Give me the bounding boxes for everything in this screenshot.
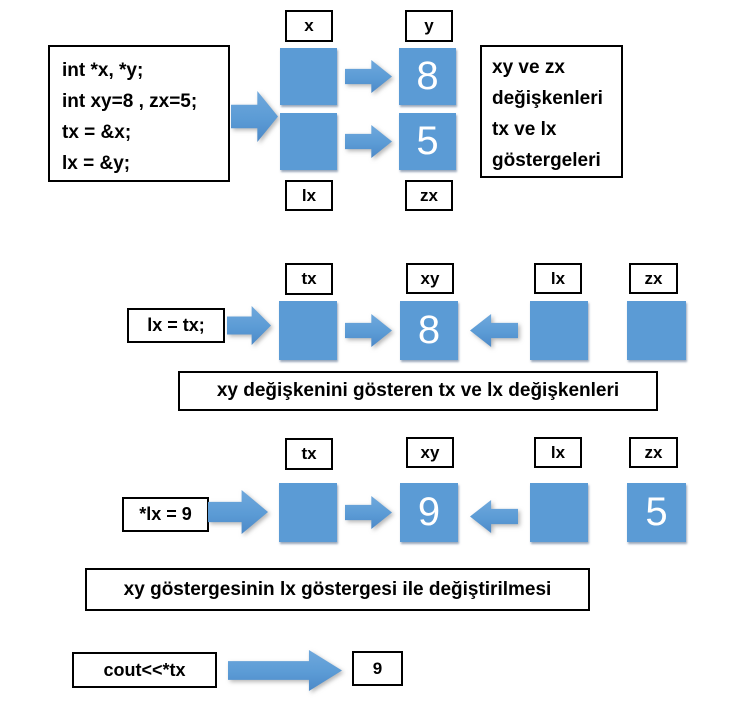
- arrow-right-icon: [228, 650, 342, 691]
- statement-box: *lx = 9: [122, 497, 209, 532]
- var-label-xy: xy: [406, 263, 454, 294]
- statement-box: lx = tx;: [127, 308, 225, 343]
- memory-cell-xy: 8: [400, 301, 458, 360]
- memory-cell-x: [280, 48, 337, 105]
- note-line: değişkenleri: [492, 88, 603, 109]
- var-label-zx: zx: [405, 180, 453, 211]
- var-label-x: x: [285, 10, 333, 42]
- var-label-xy: xy: [406, 437, 454, 468]
- arrow-left-icon: [470, 500, 518, 533]
- memory-cell-lx: [530, 483, 588, 542]
- memory-cell-y: 8: [399, 48, 456, 105]
- memory-cell-tx: [279, 483, 337, 542]
- result-box: 9: [352, 651, 403, 686]
- code-line: tx = &x;: [62, 122, 132, 143]
- var-label-lx: lx: [534, 437, 582, 468]
- var-label-lx: lx: [534, 263, 582, 294]
- var-label-y: y: [405, 10, 453, 42]
- statement-box: cout<<*tx: [72, 652, 217, 688]
- var-label-zx: zx: [629, 437, 678, 468]
- arrow-right-icon: [227, 306, 271, 345]
- arrow-right-icon: [345, 125, 392, 158]
- code-line: int *x, *y;: [62, 60, 144, 81]
- arrow-right-icon: [345, 314, 392, 347]
- arrow-right-icon: [208, 490, 268, 534]
- code-box: int *x, *y; int xy=8 , zx=5; tx = &x; lx…: [48, 45, 230, 182]
- note-line: tx ve lx: [492, 119, 557, 140]
- memory-cell-xy: 9: [400, 483, 458, 542]
- arrow-left-icon: [470, 314, 518, 347]
- note-box: xy ve zx değişkenleri tx ve lx göstergel…: [480, 45, 623, 178]
- memory-cell-lx: [280, 113, 337, 170]
- note-line: xy ve zx: [492, 57, 565, 78]
- var-label-zx: zx: [629, 263, 678, 294]
- note-line: göstergeleri: [492, 150, 601, 171]
- code-line: lx = &y;: [62, 153, 131, 174]
- memory-cell-lx: [530, 301, 588, 360]
- caption-box: xy göstergesinin lx göstergesi ile değiş…: [85, 568, 590, 611]
- memory-cell-zx: 5: [399, 113, 456, 170]
- var-label-tx: tx: [285, 438, 333, 470]
- var-label-lx: lx: [285, 180, 333, 211]
- arrow-right-icon: [345, 60, 392, 93]
- memory-cell-zx: 5: [627, 483, 686, 542]
- var-label-tx: tx: [285, 263, 333, 295]
- code-line: int xy=8 , zx=5;: [62, 91, 198, 112]
- arrow-right-icon: [345, 496, 392, 529]
- caption-box: xy değişkenini gösteren tx ve lx değişke…: [178, 371, 658, 411]
- memory-cell-tx: [279, 301, 337, 360]
- memory-cell-zx: [627, 301, 686, 360]
- arrow-right-icon: [231, 91, 278, 142]
